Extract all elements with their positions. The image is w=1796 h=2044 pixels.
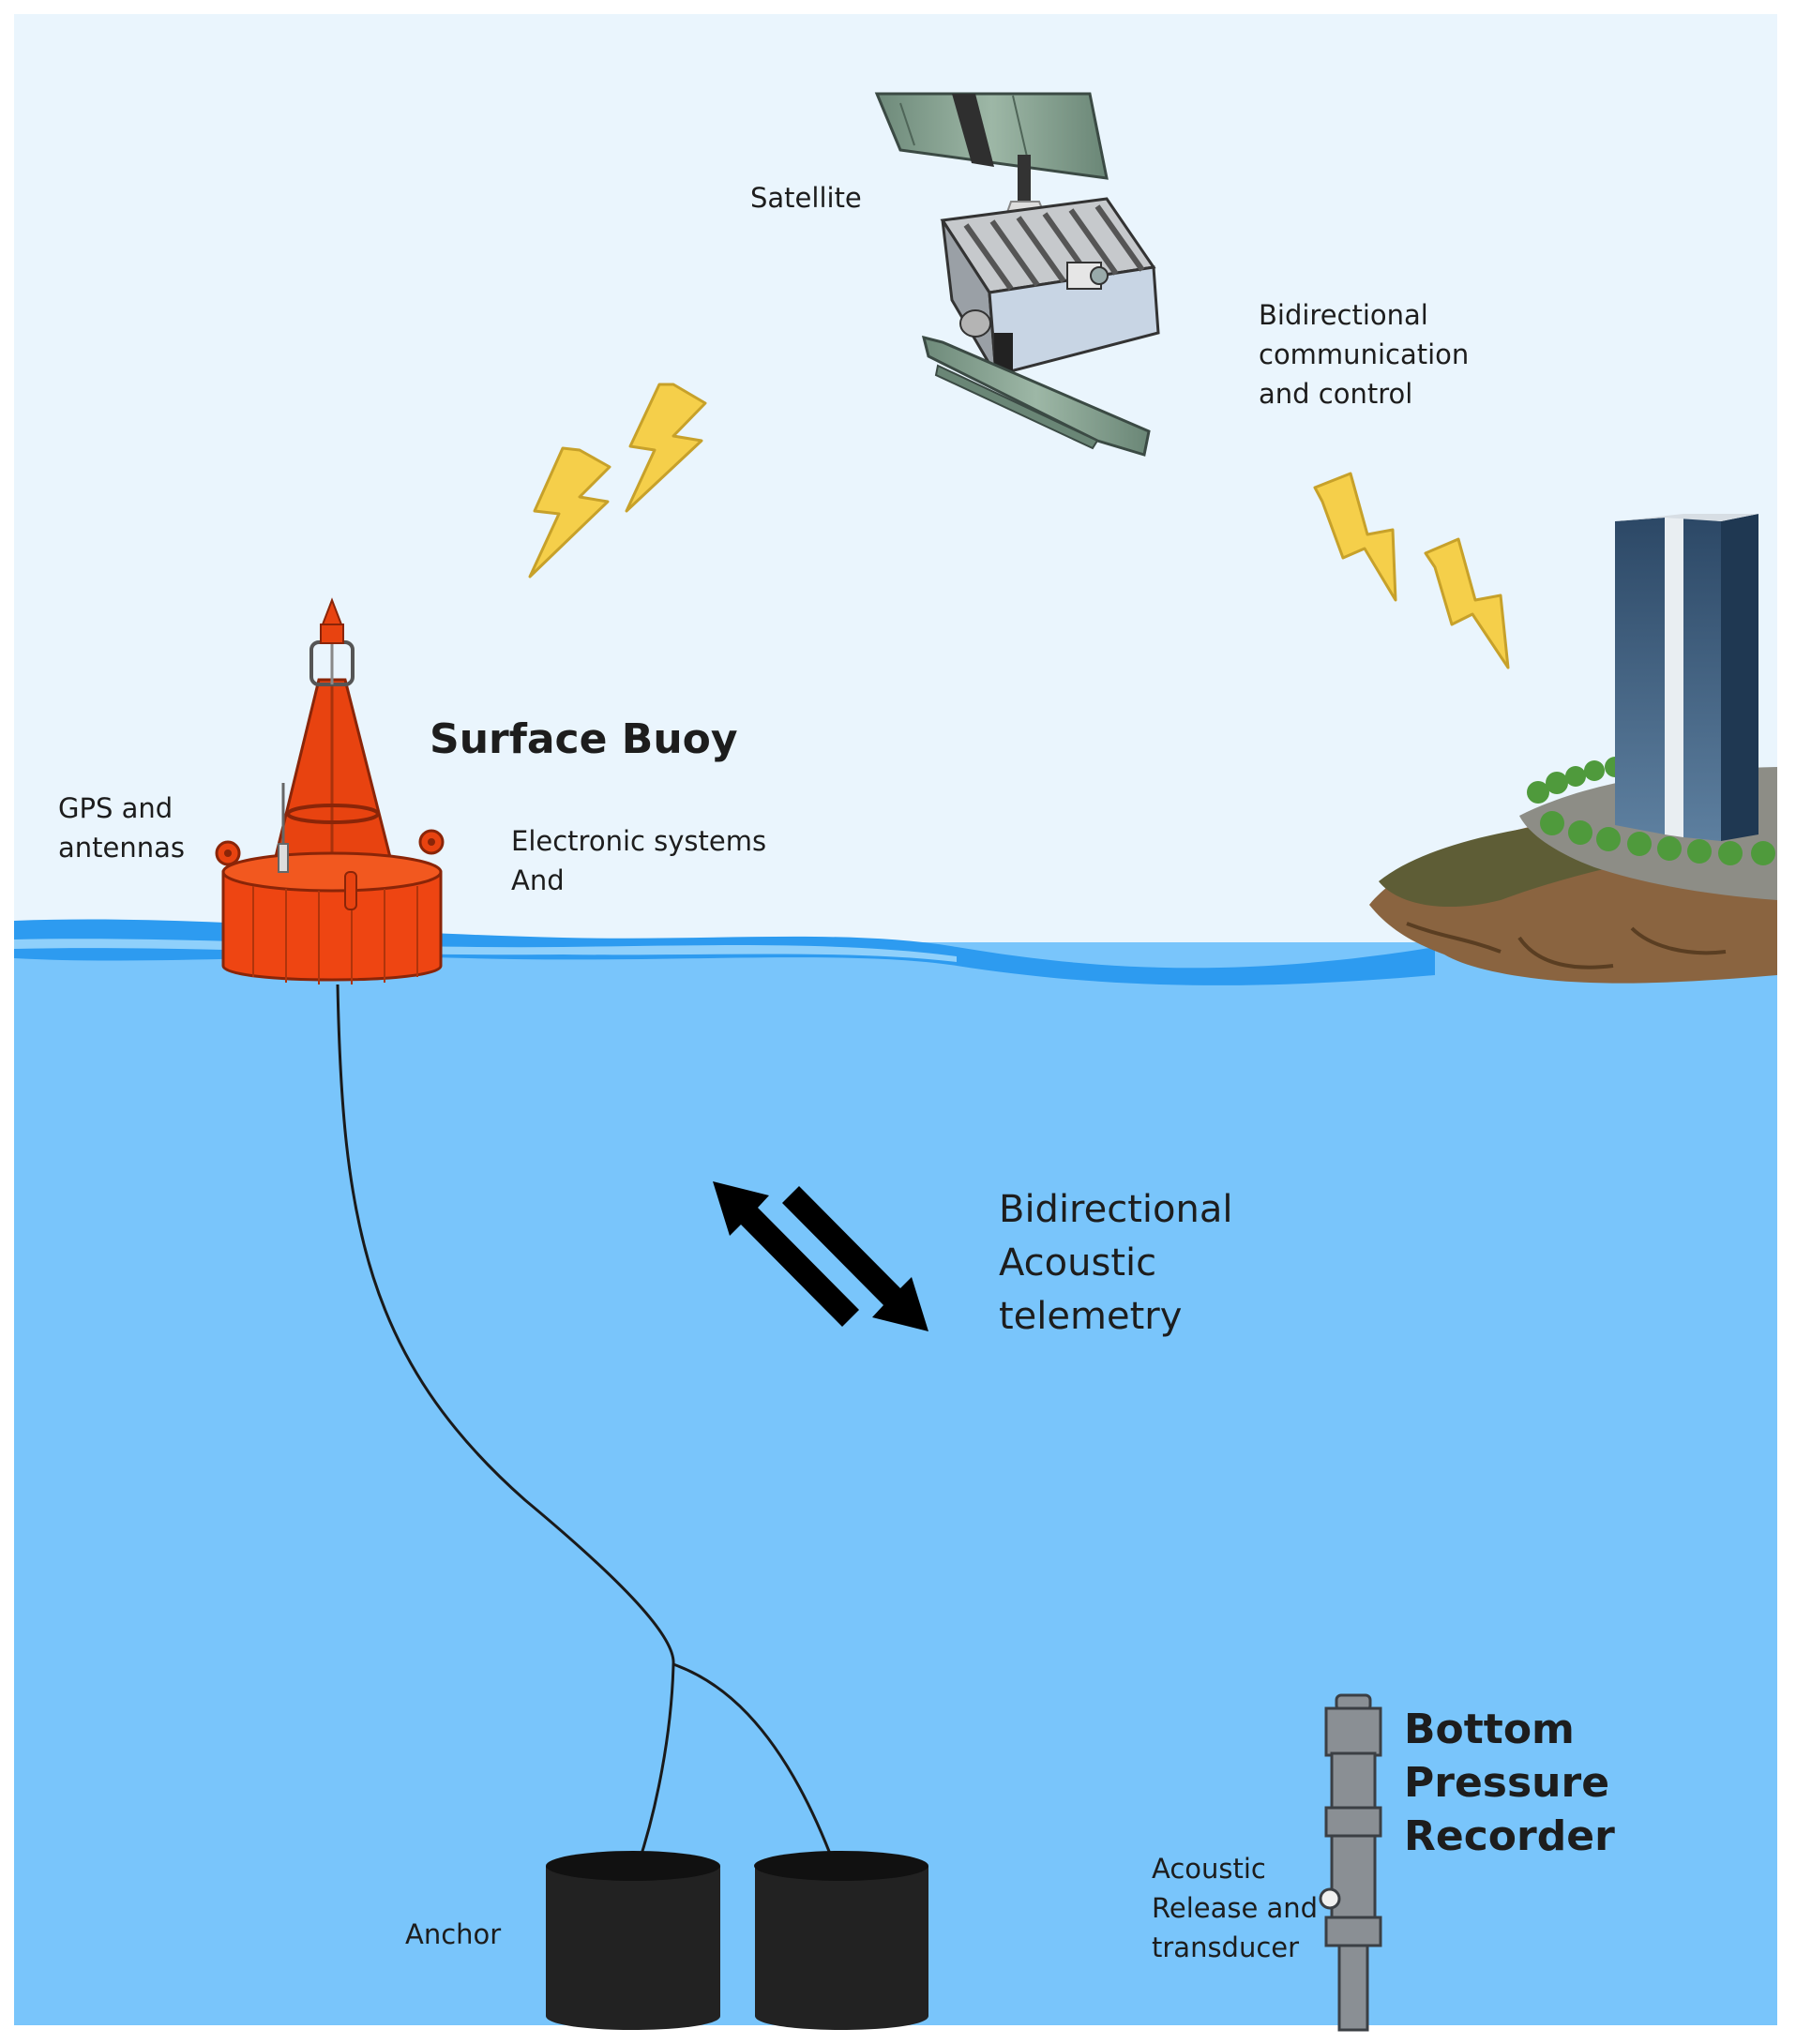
radio-link-buoy-satellite <box>528 383 707 579</box>
solar-panel-top <box>874 92 1109 180</box>
sky <box>14 14 1777 952</box>
shore-station <box>1369 514 1777 984</box>
mooring-line <box>336 984 837 1867</box>
radio-link-satellite-shore <box>1313 472 1510 669</box>
gps-antennas-label: GPS and antennas <box>58 792 186 864</box>
arrow-up-left-icon <box>713 1181 859 1327</box>
lightning-icon <box>1424 537 1510 669</box>
surface-buoy-label: Surface Buoy <box>430 715 738 763</box>
building <box>1615 518 1665 834</box>
surface-buoy <box>215 597 445 984</box>
bottom-pressure-recorder-label: Bottom Pressure Recorder <box>1404 1706 1615 1860</box>
bottom-pressure-recorder <box>1319 1693 1382 2032</box>
acoustic-release-label: Acoustic Release and transducer <box>1152 1853 1319 1963</box>
solar-panel-bottom <box>921 335 1151 457</box>
acoustic-telemetry-arrows <box>713 1181 928 1331</box>
anchor-label: Anchor <box>405 1918 502 1950</box>
satellite-label: Satellite <box>750 182 862 214</box>
lightning-icon <box>625 383 707 513</box>
lightning-icon <box>1313 472 1397 602</box>
bidirectional-communication-label: Bidirectional communication and control <box>1259 299 1470 410</box>
electronic-systems-label: Electronic systems And <box>511 825 767 896</box>
lightning-icon <box>528 446 611 579</box>
ocean <box>14 942 1777 2025</box>
anchor-weights <box>546 1851 928 2030</box>
satellite <box>874 92 1160 457</box>
arrow-down-right-icon <box>782 1186 928 1331</box>
acoustic-telemetry-label: Bidirectional Acoustic telemetry <box>999 1188 1233 1338</box>
